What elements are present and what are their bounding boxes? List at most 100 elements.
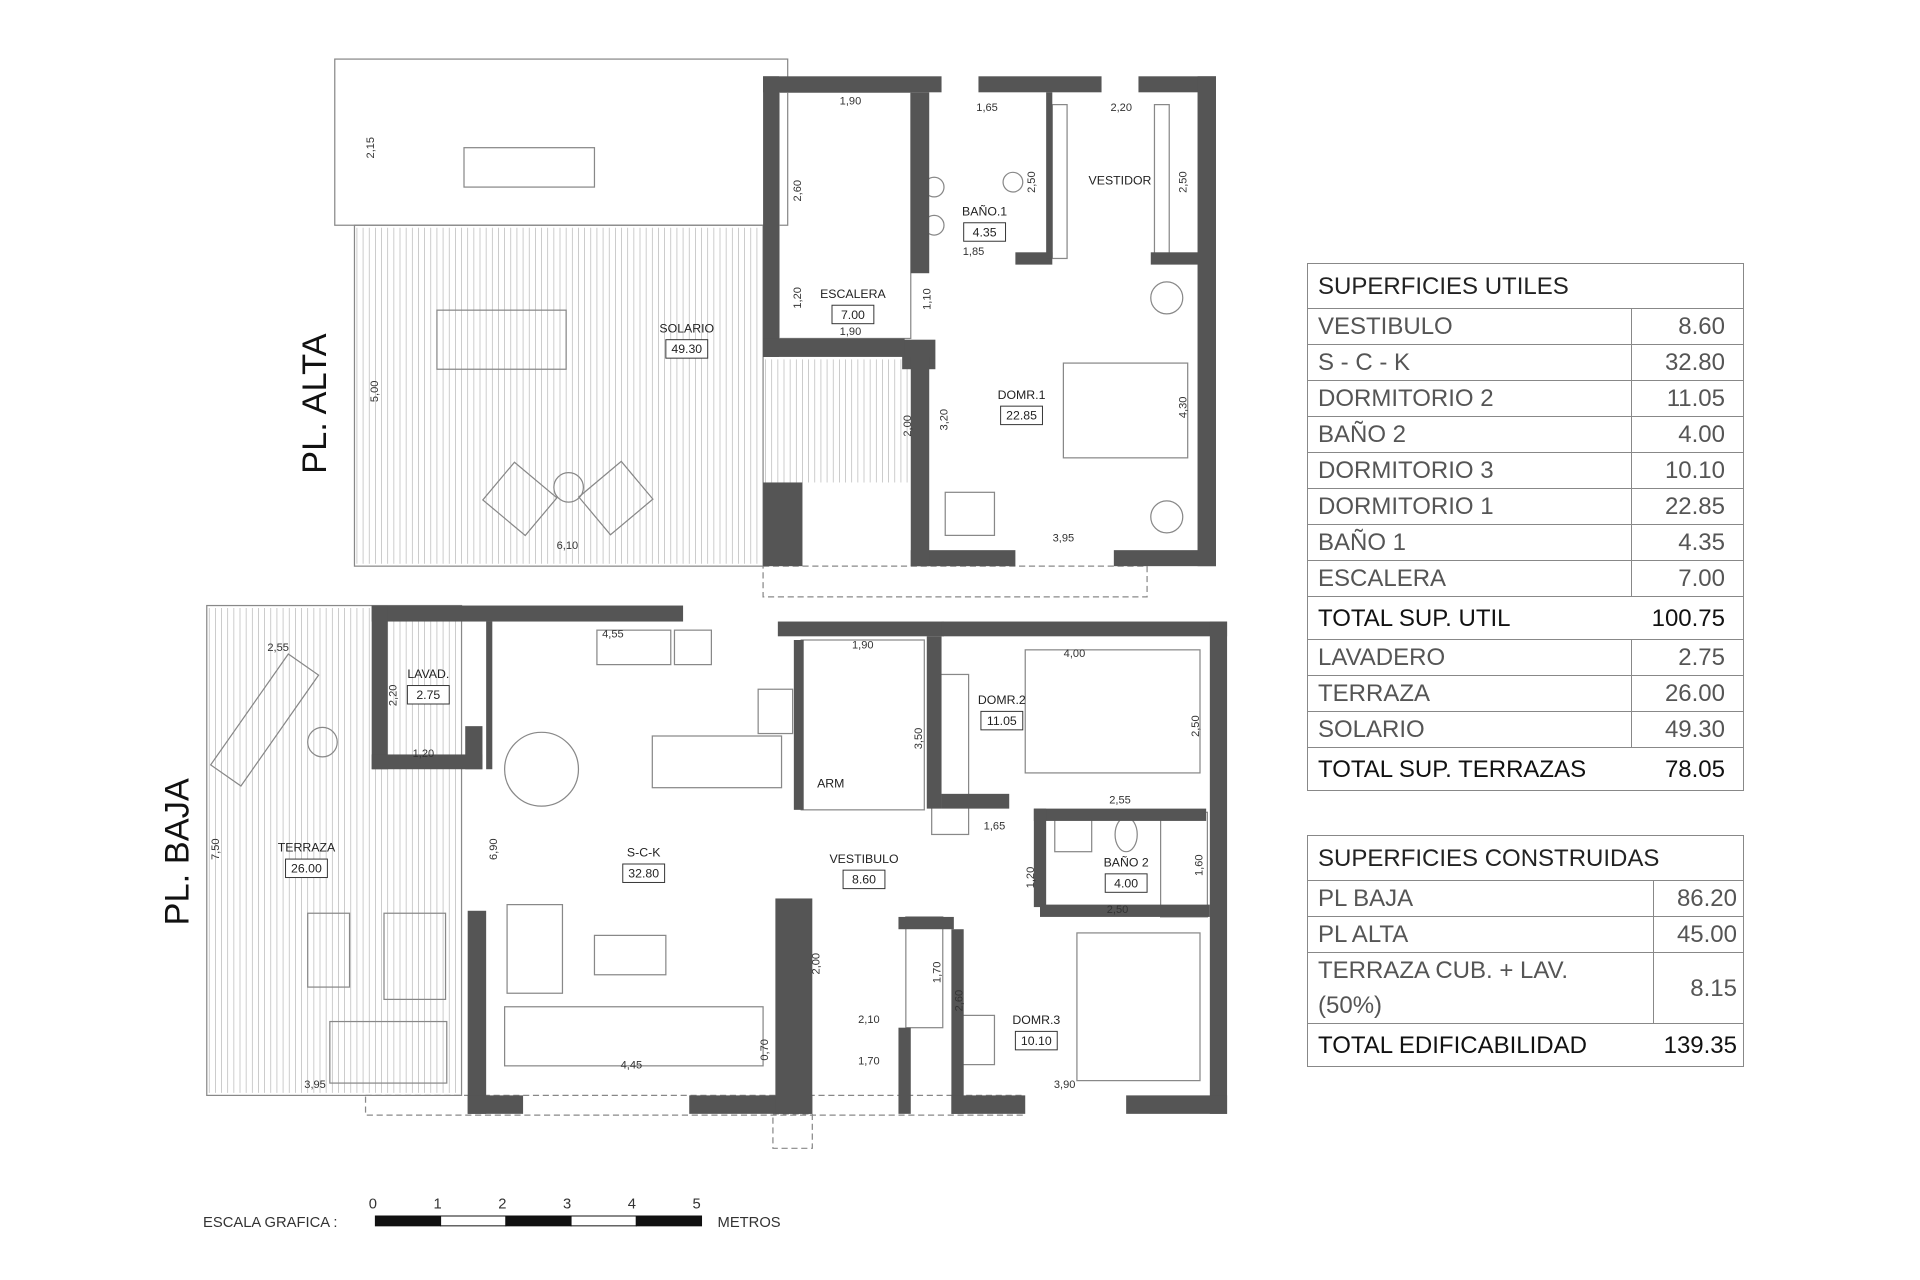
row-value: 4.35 [1631, 524, 1744, 561]
row-label: VESTIBULO [1306, 308, 1633, 345]
wall [951, 929, 964, 1114]
dimension-label: 5,00 [369, 381, 381, 403]
row-value: 86.20 [1653, 880, 1744, 917]
dimension-label: 4,45 [621, 1059, 643, 1071]
dimension-label: 4,30 [1177, 397, 1189, 419]
dimension-label: 1,90 [840, 326, 862, 338]
row-value: 22.85 [1631, 488, 1744, 525]
wall [467, 1095, 524, 1114]
dimension-label: 1,90 [840, 96, 862, 108]
wall [486, 621, 493, 770]
row-value: 7.00 [1631, 560, 1744, 597]
wall [777, 621, 944, 637]
row-label: DORMITORIO 2 [1306, 380, 1633, 417]
row-value: 11.05 [1631, 380, 1744, 417]
row-label: SOLARIO [1306, 711, 1633, 748]
scale-tick: 0 [369, 1197, 377, 1213]
total-value: 100.75 [1631, 596, 1744, 640]
wall [910, 92, 930, 274]
dimension-label: 2,15 [365, 137, 377, 159]
wall [910, 356, 930, 567]
wall [951, 1095, 1026, 1114]
row-value: 8.60 [1631, 308, 1744, 345]
room-name: LAVAD. [407, 667, 449, 681]
room-name: BAÑO 2 [1104, 855, 1149, 869]
dimension-label: 1,70 [858, 1056, 880, 1068]
row-value: 8.15 [1653, 952, 1744, 1024]
row-value: 2.75 [1631, 639, 1744, 676]
dimension-label: 1,60 [1193, 854, 1205, 876]
dimension-label: 7,50 [210, 838, 222, 860]
row-value: 32.80 [1631, 344, 1744, 381]
room-area: 32.80 [628, 867, 659, 881]
dimension-label: 2,50 [1026, 171, 1038, 193]
wall [763, 76, 942, 93]
area-box [1014, 1030, 1058, 1051]
scale-segment [505, 1215, 572, 1227]
wall [793, 640, 804, 810]
room-name: TERRAZA [278, 841, 336, 855]
room-area: 22.85 [1006, 409, 1037, 423]
dimension-label: 1,90 [852, 640, 874, 652]
wall [775, 898, 813, 1114]
scale-unit: METROS [718, 1215, 781, 1231]
dimension-label: 2,20 [1110, 102, 1132, 114]
dimension-label: 0,70 [759, 1039, 771, 1061]
table-title: SUPERFICIES UTILES [1307, 263, 1744, 309]
dimension-label: 1,10 [921, 288, 933, 310]
row-label: BAÑO 1 [1306, 524, 1633, 561]
area-box [963, 222, 1007, 242]
scale-tick: 4 [628, 1197, 636, 1213]
wall [1126, 1095, 1228, 1114]
dimension-label: 4,00 [1064, 648, 1086, 660]
dimension-label: 2,55 [267, 642, 289, 654]
row-label: TERRAZA CUB. + LAV. (50%) [1306, 952, 1655, 1024]
room-name: S-C-K [627, 846, 661, 860]
scale-segment [635, 1215, 703, 1227]
dimension-label: 2,60 [953, 990, 965, 1012]
total-label: TOTAL EDIFICABILIDAD [1306, 1023, 1654, 1067]
dimension-label: 6,90 [488, 838, 500, 860]
room-area: 49.30 [671, 342, 702, 356]
area-box [842, 869, 886, 890]
wall [467, 910, 487, 1114]
dimension-label: 6,10 [557, 540, 579, 552]
dimension-label: 3,95 [304, 1079, 326, 1091]
row-label: ESCALERA [1306, 560, 1633, 597]
wall [941, 793, 1010, 809]
row-label: DORMITORIO 3 [1306, 452, 1633, 489]
row-label: DORMITORIO 1 [1306, 488, 1633, 525]
area-box [831, 304, 875, 325]
dimension-label: 3,50 [913, 728, 925, 750]
total-label: TOTAL SUP. UTIL [1306, 596, 1632, 640]
wall [1046, 92, 1053, 259]
dimension-label: 1,70 [931, 962, 943, 984]
table-row: TERRAZA CUB. + LAV. (50%)8.15 [1306, 952, 1744, 1024]
room-area: 11.05 [987, 714, 1017, 728]
wall [1209, 621, 1228, 1114]
total-value: 139.35 [1653, 1023, 1744, 1067]
dimension-label: 1,20 [413, 748, 435, 760]
dimension-label: 3,90 [1054, 1079, 1076, 1091]
scale-segment [570, 1215, 637, 1227]
room-name: DOMR.3 [1012, 1013, 1060, 1027]
dimension-label: 3,20 [939, 409, 951, 431]
wall [371, 605, 388, 770]
wall [910, 550, 1016, 567]
area-box [665, 339, 709, 359]
total-value: 78.05 [1631, 747, 1744, 791]
wall [465, 726, 483, 770]
dimension-label: 2,60 [792, 180, 804, 202]
scale-tick: 5 [693, 1197, 701, 1213]
room-name: ARM [817, 777, 844, 791]
wall [926, 636, 942, 809]
room-area: 26.00 [291, 862, 322, 876]
row-label: TERRAZA [1306, 675, 1633, 712]
